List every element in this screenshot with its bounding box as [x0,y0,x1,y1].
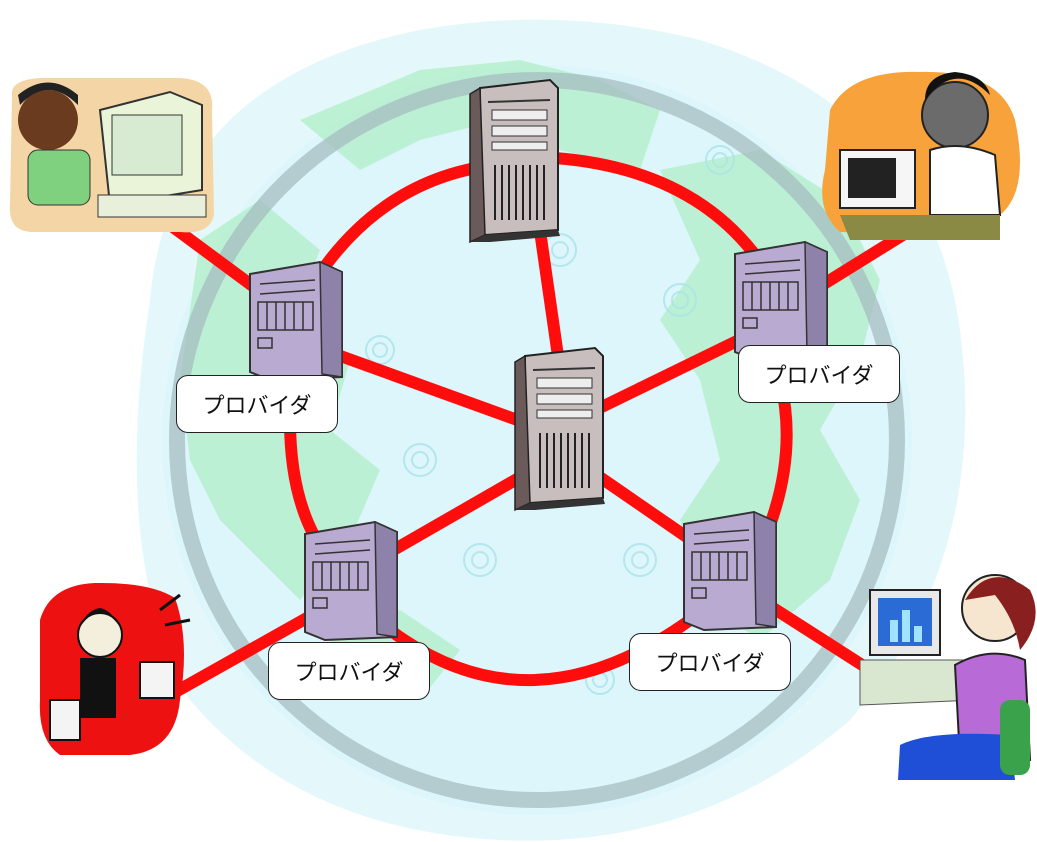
core-server-icon [469,78,560,244]
provider-server-icon [683,510,777,632]
provider-label: プロバイダ [268,642,430,700]
provider-label: プロバイダ [738,345,900,403]
provider-label: プロバイダ [176,375,338,433]
user-man-at-computer-icon [822,71,1020,240]
link-user-bottom-left [164,599,336,701]
link-spoke-left [304,339,551,436]
provider-server-icon [304,520,398,642]
globe-swirls [365,145,735,695]
provider-server-icon [249,260,343,382]
core-server-icon [514,346,605,512]
provider-server-icon [734,240,828,362]
globe-ring [169,72,905,808]
user-boy-at-computer-icon [9,78,215,233]
user-woman-frustrated-icon [39,582,191,755]
user-woman-at-computer-icon [859,574,1036,780]
provider-label: プロバイダ [629,633,791,691]
